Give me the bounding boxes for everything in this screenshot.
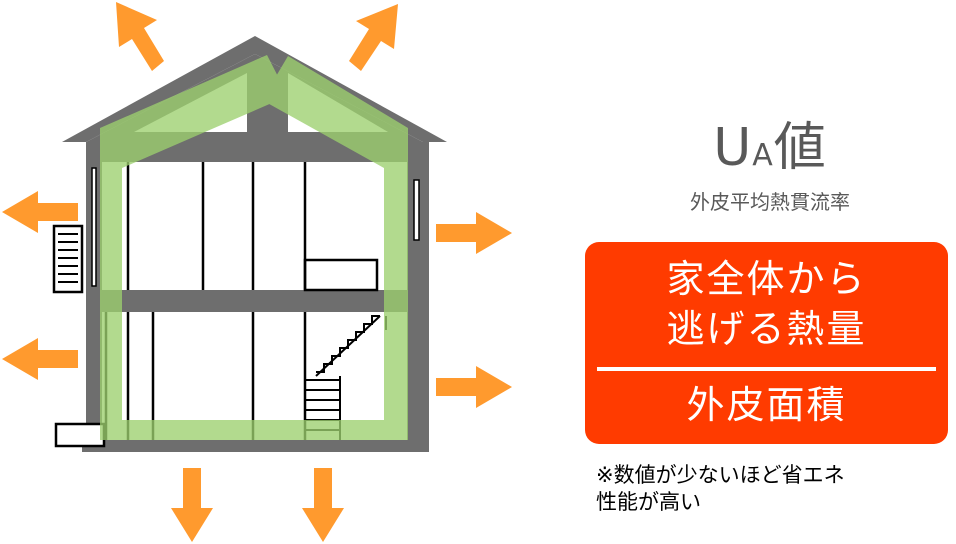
ua-subtitle: 外皮平均熱貫流率: [690, 190, 850, 214]
formula-box: 家全体から 逃げる熱量 外皮面積: [585, 242, 948, 444]
heat-arrow-icon: [2, 191, 78, 233]
formula-denominator: 外皮面積: [686, 383, 847, 427]
heat-arrow-icon: [436, 212, 512, 254]
heat-arrow-icon: [349, 4, 398, 71]
ceiling-slab: [86, 142, 429, 162]
footnote-line2: 性能が高い: [596, 490, 701, 514]
heat-arrow-icon: [2, 338, 78, 380]
heat-arrow-icon: [116, 2, 164, 71]
window-left: [91, 167, 97, 287]
heat-arrows: [2, 2, 512, 542]
heat-arrow-icon: [436, 366, 512, 408]
fraction-bar: [597, 367, 936, 371]
air-conditioner-icon: [52, 224, 84, 294]
formula-numerator: 家全体から 逃げる熱量: [585, 254, 948, 354]
upper-partitions: [126, 162, 379, 292]
numerator-line1: 家全体から: [666, 257, 867, 301]
footnote-line1: ※数値が少ないほど省エネ: [596, 463, 845, 487]
heat-arrow-icon: [302, 468, 344, 542]
entrance-step: [54, 422, 106, 448]
ua-subscript: A: [752, 138, 774, 173]
foundation: [82, 440, 429, 452]
window-right: [413, 179, 420, 241]
ua-main: U: [713, 118, 753, 178]
ua-title: UA値 外皮平均熱貫流率: [640, 118, 900, 216]
heat-arrow-icon: [171, 468, 213, 542]
numerator-line2: 逃げる熱量: [666, 307, 867, 351]
upper-floor: [102, 162, 407, 290]
ua-heading: UA値: [640, 118, 900, 186]
floor-slab: [86, 290, 429, 312]
ua-suffix: 値: [773, 118, 827, 178]
footnote: ※数値が少ないほど省エネ 性能が高い: [596, 462, 936, 516]
